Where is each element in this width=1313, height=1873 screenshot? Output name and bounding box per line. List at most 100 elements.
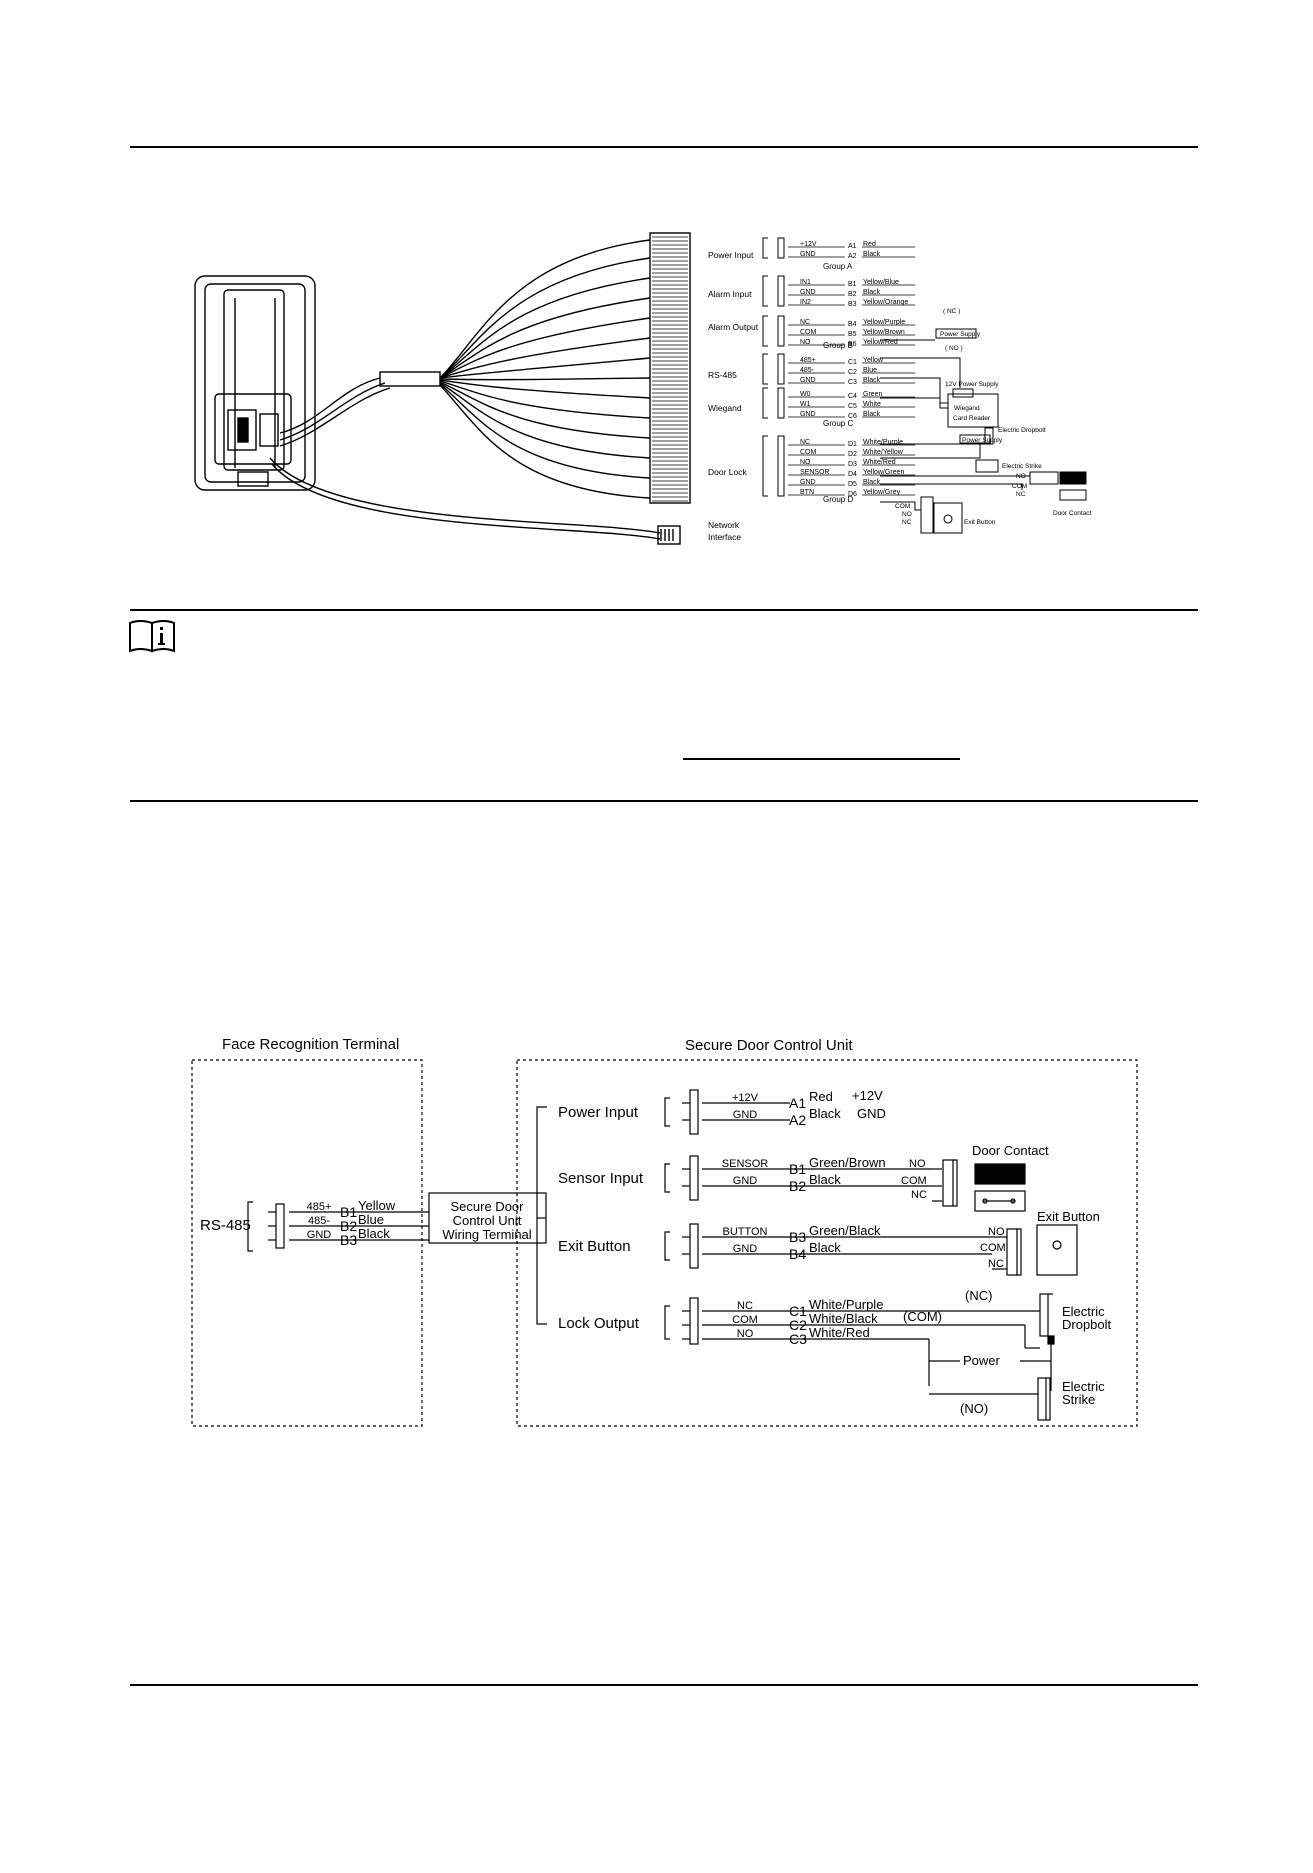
wire-color: Yellow/Purple — [863, 319, 905, 326]
sdc-pin-id: B3 — [789, 1229, 806, 1245]
pin-signal: W1 — [800, 401, 811, 408]
sdc-pin-id: C1 — [789, 1303, 807, 1319]
pin-id: B6 — [848, 341, 857, 348]
sdc-pin-signal: SENSOR — [722, 1158, 769, 1170]
door-contact-sensor — [1059, 489, 1087, 501]
wire-color: Yellow/Brown — [863, 329, 905, 336]
note-top-rule — [130, 609, 1198, 611]
sdc-pin-id: C3 — [789, 1331, 807, 1347]
lock-power-supply-label: Power Supply — [962, 437, 1003, 444]
exit-button-device — [933, 502, 963, 534]
terminal-box-line-2: Control Unit — [453, 1213, 522, 1228]
pin-bracket — [762, 353, 768, 385]
pin-id: D1 — [848, 441, 857, 448]
sdc-wire-color: Black — [358, 1226, 390, 1241]
sdc-pin-id: B3 — [340, 1232, 357, 1248]
sdc-pin-id: B1 — [340, 1204, 357, 1220]
pin-signal: W0 — [800, 391, 811, 398]
wire-color: Black — [863, 479, 881, 486]
wire-color: White/Purple — [863, 439, 903, 446]
lock-no-tag: (NO) — [960, 1401, 988, 1416]
pin-signal: GND — [800, 377, 816, 384]
wiegand-reader-label-2: Card Reader — [953, 415, 991, 422]
exit-button-terminal — [920, 496, 934, 534]
electric-dropbolt-label: Electric Dropbolt — [998, 427, 1046, 434]
wire-color: Yellow/Green — [863, 469, 904, 476]
door-contact-magnet — [1059, 471, 1087, 485]
sdc-title: Secure Door Control Unit — [685, 1037, 853, 1054]
door-contact-term-no: NO — [1016, 473, 1026, 480]
power-supply-12v-label: 12V Power Supply — [945, 381, 999, 388]
pin-block — [777, 435, 785, 497]
pin-signal: GND — [800, 479, 816, 486]
network-interface-label-2: Interface — [708, 532, 741, 542]
sdc-wire-color: Red — [809, 1089, 833, 1104]
sdc-pin-signal: COM — [732, 1314, 758, 1326]
sdc-pin-id: B2 — [789, 1178, 806, 1194]
pin-block — [777, 275, 785, 307]
electric-strike-label-1: Electric — [1062, 1379, 1105, 1394]
pin-signal: IN2 — [800, 299, 811, 306]
terminal-wiring-diagram: Power Input Alarm Input Alarm Output RS-… — [194, 232, 1091, 545]
group-label-power-input: Power Input — [708, 250, 754, 260]
pin-id: B5 — [848, 331, 857, 338]
sdc-pin-signal: BUTTON — [722, 1226, 767, 1238]
wire-color: Black — [863, 251, 881, 258]
pin-signal: BTN — [800, 489, 814, 496]
note-link-underline[interactable] — [683, 758, 960, 760]
sdc-wire-color: Green/Black — [809, 1223, 881, 1238]
pin-id: C3 — [848, 379, 857, 386]
group-name-c: Group C — [823, 419, 853, 428]
wire-color: Red — [863, 241, 876, 248]
pin-block — [777, 315, 785, 347]
sdc-wire-color: Black — [809, 1172, 841, 1187]
sdc-pin-id: A2 — [789, 1112, 806, 1128]
note-bottom-rule — [130, 800, 1198, 802]
pin-id: C5 — [848, 403, 857, 410]
network-interface-label-1: Network — [708, 520, 740, 530]
sdc-pin-id: A1 — [789, 1095, 806, 1111]
terminal-box-line-1: Secure Door — [451, 1199, 525, 1214]
power-note-gnd: GND — [857, 1106, 886, 1121]
pin-signal: GND — [800, 411, 816, 418]
wire-color: White — [863, 401, 881, 408]
exit-term-com: COM — [895, 503, 910, 510]
sdc-pin-signal: GND — [733, 1243, 758, 1255]
exit-button-label: Exit Button — [558, 1238, 631, 1255]
terminal-box-line-3: Wiring Terminal — [442, 1227, 531, 1242]
pin-bracket — [762, 237, 768, 259]
door-contact-term-com: COM — [1012, 483, 1027, 490]
sensor-term-no: NO — [909, 1158, 926, 1170]
pin-signal: +12V — [800, 241, 817, 248]
sdc-pin-signal: +12V — [732, 1092, 759, 1104]
pin-id: B4 — [848, 321, 857, 328]
dropbolt-body — [984, 427, 994, 445]
alarm-no-label: ( NO ) — [945, 345, 963, 352]
face-terminal-title: Face Recognition Terminal — [222, 1036, 399, 1053]
wire-color: White/Yellow — [863, 449, 904, 456]
exit-term-nc: NC — [902, 519, 912, 526]
sdc-pin-id: B1 — [789, 1161, 806, 1177]
wire-color: Yellow/Grey — [863, 489, 901, 496]
sdc-wire-color: White/Purple — [809, 1297, 883, 1312]
wiegand-reader-label-1: Wiegand — [954, 405, 980, 412]
pin-bracket — [762, 275, 768, 307]
footer-rule — [130, 1684, 1198, 1686]
power-source-label: Power — [963, 1353, 1001, 1368]
pin-bracket — [762, 315, 768, 347]
sdc-pin-id: C2 — [789, 1317, 807, 1333]
door-contact-label: Door Contact — [1053, 510, 1091, 517]
pin-block — [777, 237, 785, 259]
exit-button-device-label: Exit Button — [1037, 1209, 1100, 1224]
sensor-term-nc: NC — [911, 1189, 927, 1201]
lock-com-tag: (COM) — [903, 1309, 942, 1324]
electric-strike-label: Electric Strike — [1002, 463, 1042, 470]
alarm-nc-label: ( NC ) — [943, 308, 960, 315]
wire-color: Black — [863, 289, 881, 296]
wire-color: Black — [863, 377, 881, 384]
sdc-pin-signal: NO — [737, 1328, 754, 1340]
exit-term-no: NO — [988, 1226, 1005, 1238]
exit-term-no: NO — [902, 511, 912, 518]
pin-bracket — [762, 387, 768, 419]
door-contact-term-nc: NC — [1016, 491, 1026, 498]
